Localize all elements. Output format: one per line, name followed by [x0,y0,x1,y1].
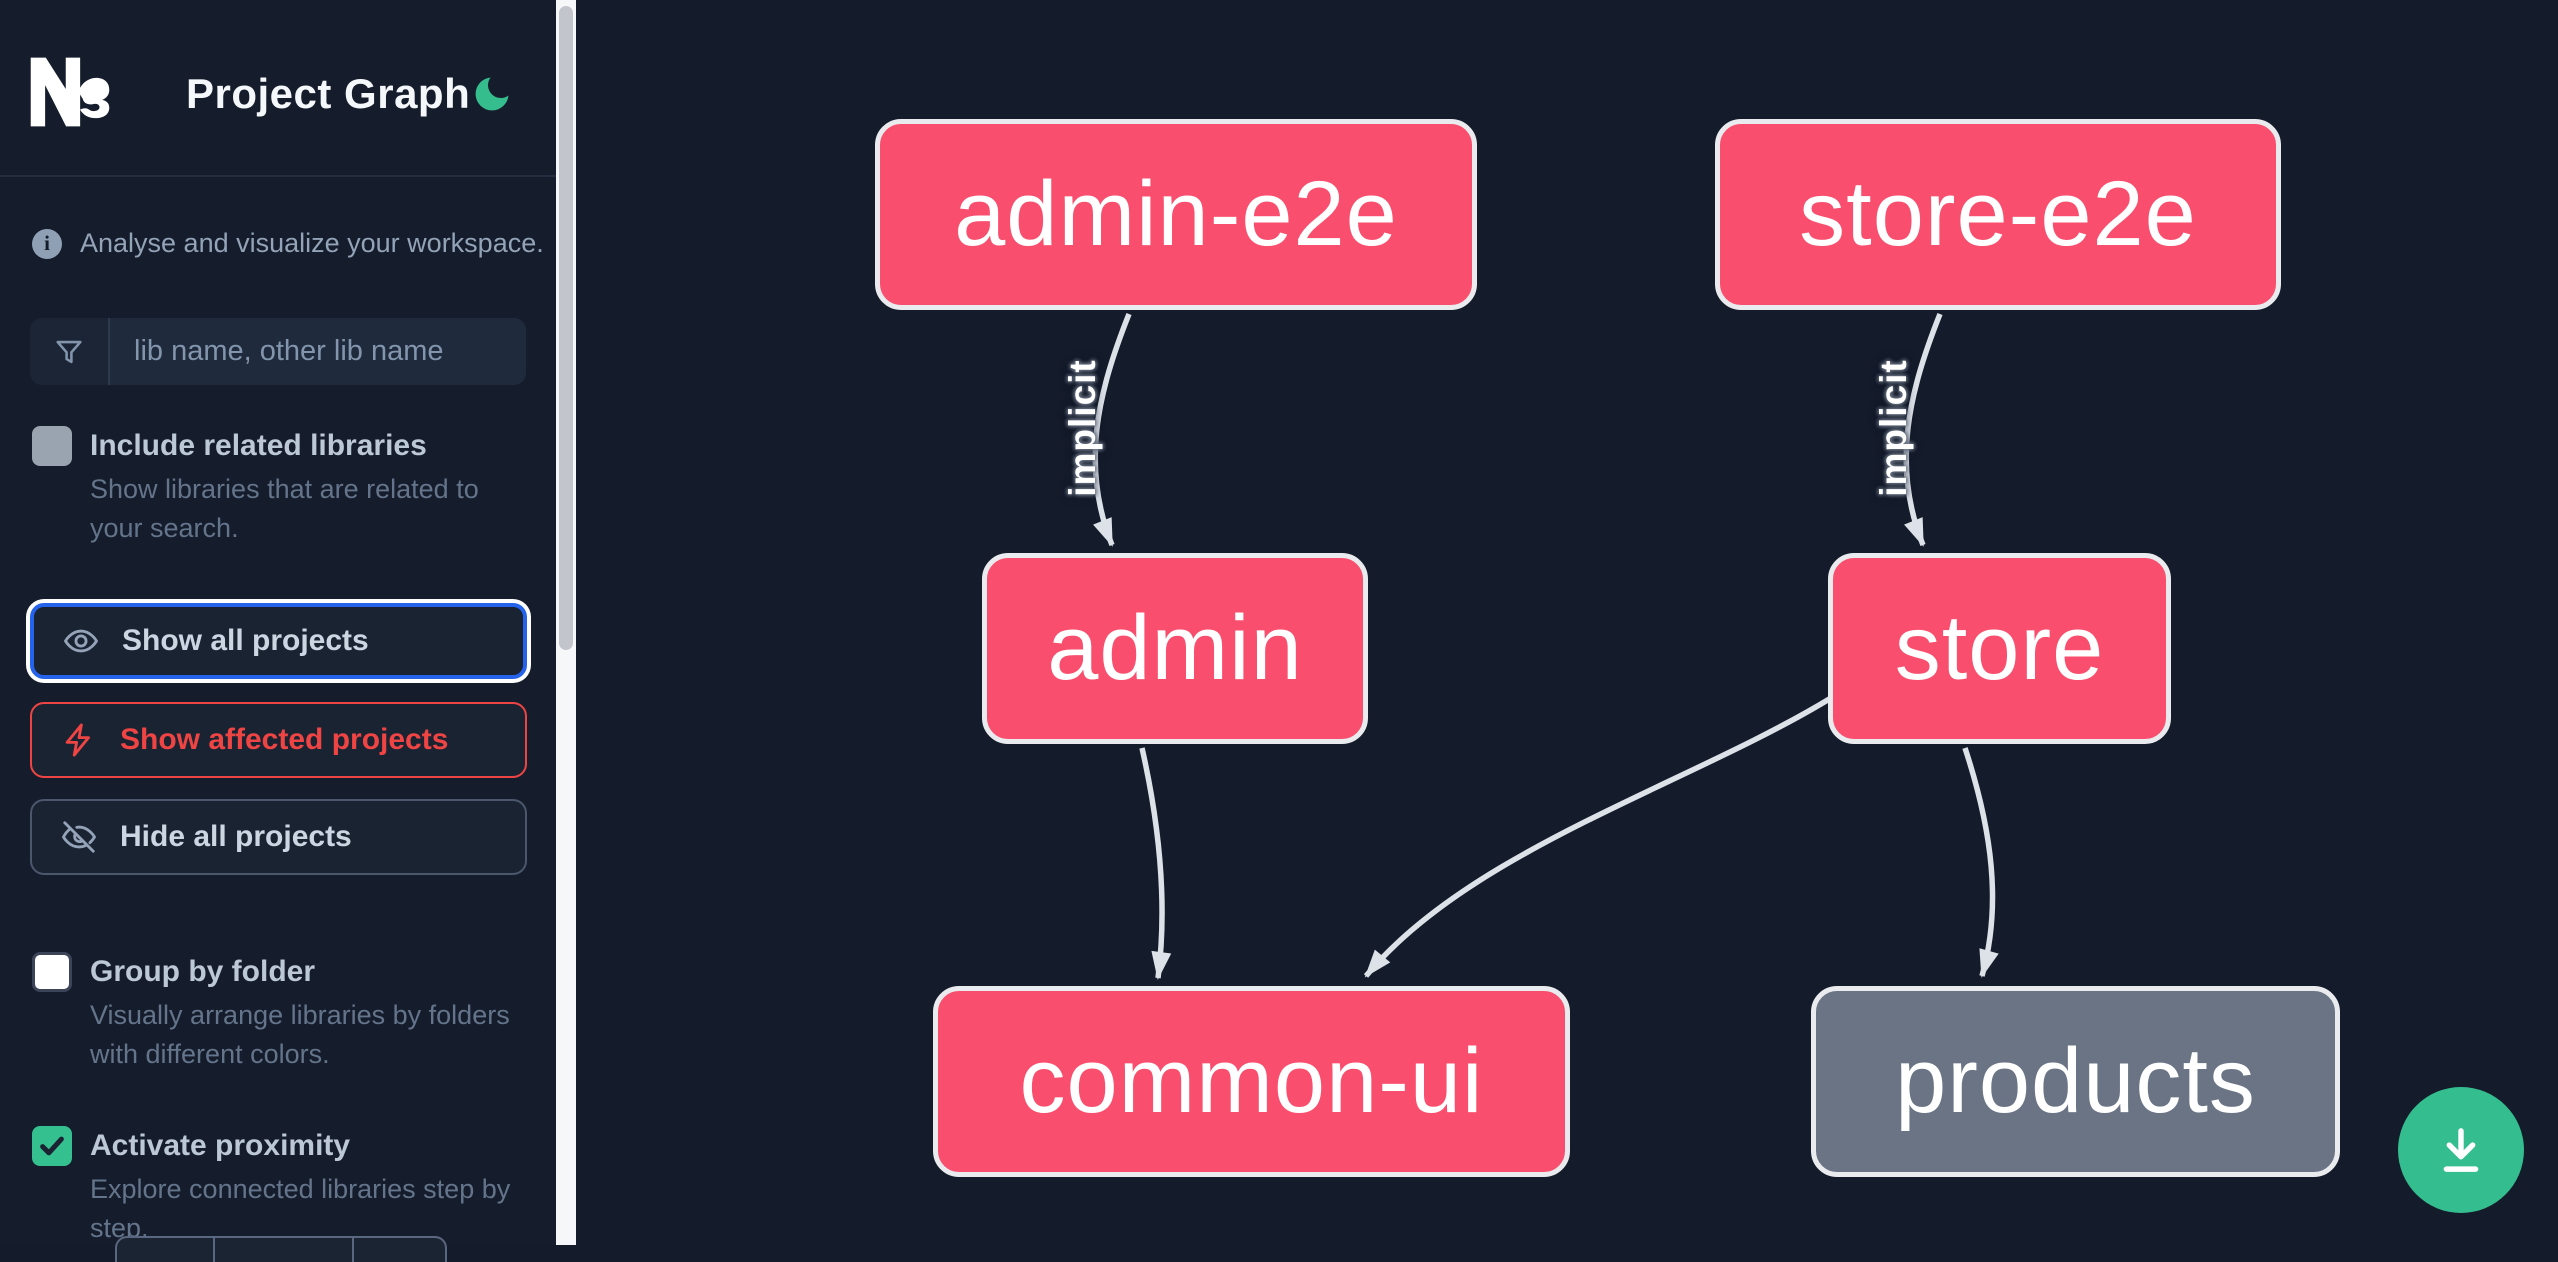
group-by-folder-checkbox[interactable] [32,952,72,992]
toggle-include-related: Include related libraries Show libraries… [32,424,532,548]
moon-icon [475,77,509,111]
toggle-activate-proximity: Activate proximity Explore connected lib… [32,1124,532,1248]
show-all-projects-label: Show all projects [122,624,369,657]
project-node-common-ui[interactable]: common-ui [933,986,1570,1177]
workspace-tagline: Analyse and visualize your workspace. [80,228,544,258]
include-related-checkbox[interactable] [32,426,72,466]
project-filter-box [30,318,526,385]
proximity-depth-stepper[interactable] [115,1236,447,1262]
project-node-store-e2e[interactable]: store-e2e [1715,119,2281,310]
theme-toggle-button[interactable] [470,72,514,116]
download-graph-button[interactable] [2398,1087,2524,1213]
show-all-projects-button[interactable]: Show all projects [30,603,527,679]
activate-proximity-checkbox[interactable] [32,1126,72,1166]
edge-label-implicit: implicit [1873,359,1914,497]
nx-logo-icon [30,57,110,127]
workspace-tagline-row: i Analyse and visualize your workspace. [32,228,544,259]
hide-all-projects-button[interactable]: Hide all projects [30,799,527,875]
edge-label-implicit: implicit [1062,359,1103,497]
project-node-products[interactable]: products [1811,986,2340,1177]
project-node-store[interactable]: store [1828,553,2171,744]
node-label: admin-e2e [954,163,1398,265]
activate-proximity-label: Activate proximity [90,1129,351,1162]
sidebar-scrollbar-thumb[interactable] [559,6,573,650]
stepper-divider [352,1238,354,1262]
toggle-group-by-folder: Group by folder Visually arrange librari… [32,950,532,1074]
show-affected-projects-button[interactable]: Show affected projects [30,702,527,778]
stepper-divider [213,1238,215,1262]
bolt-icon [65,723,90,757]
project-node-admin[interactable]: admin [982,553,1368,744]
node-label: admin [1047,597,1303,699]
info-icon: i [32,228,62,259]
group-by-folder-label: Group by folder [90,955,315,988]
node-label: store [1894,597,2105,699]
funnel-icon [56,340,82,363]
header-divider [0,175,556,177]
activate-proximity-description: Explore connected libraries step by step… [90,1174,511,1243]
include-related-label: Include related libraries [90,429,427,462]
node-label: store-e2e [1799,163,2197,265]
filter-icon-cell [30,318,110,385]
download-icon [2443,1128,2479,1172]
show-affected-projects-label: Show affected projects [120,723,449,756]
node-label: products [1895,1030,2256,1132]
page-title: Project Graph [186,70,471,117]
node-label: common-ui [1019,1030,1484,1132]
check-icon [40,1136,64,1156]
hide-all-projects-label: Hide all projects [120,820,352,853]
include-related-description: Show libraries that are related to your … [90,474,479,543]
eye-icon [64,629,98,653]
group-by-folder-description: Visually arrange libraries by folders wi… [90,1000,510,1069]
eye-off-icon [62,821,96,853]
sidebar-header: Project Graph [0,0,556,175]
sidebar: Project Graph i Analyse and visualize yo… [0,0,556,1262]
project-filter-input[interactable] [110,318,526,385]
project-node-admin-e2e[interactable]: admin-e2e [875,119,1477,310]
